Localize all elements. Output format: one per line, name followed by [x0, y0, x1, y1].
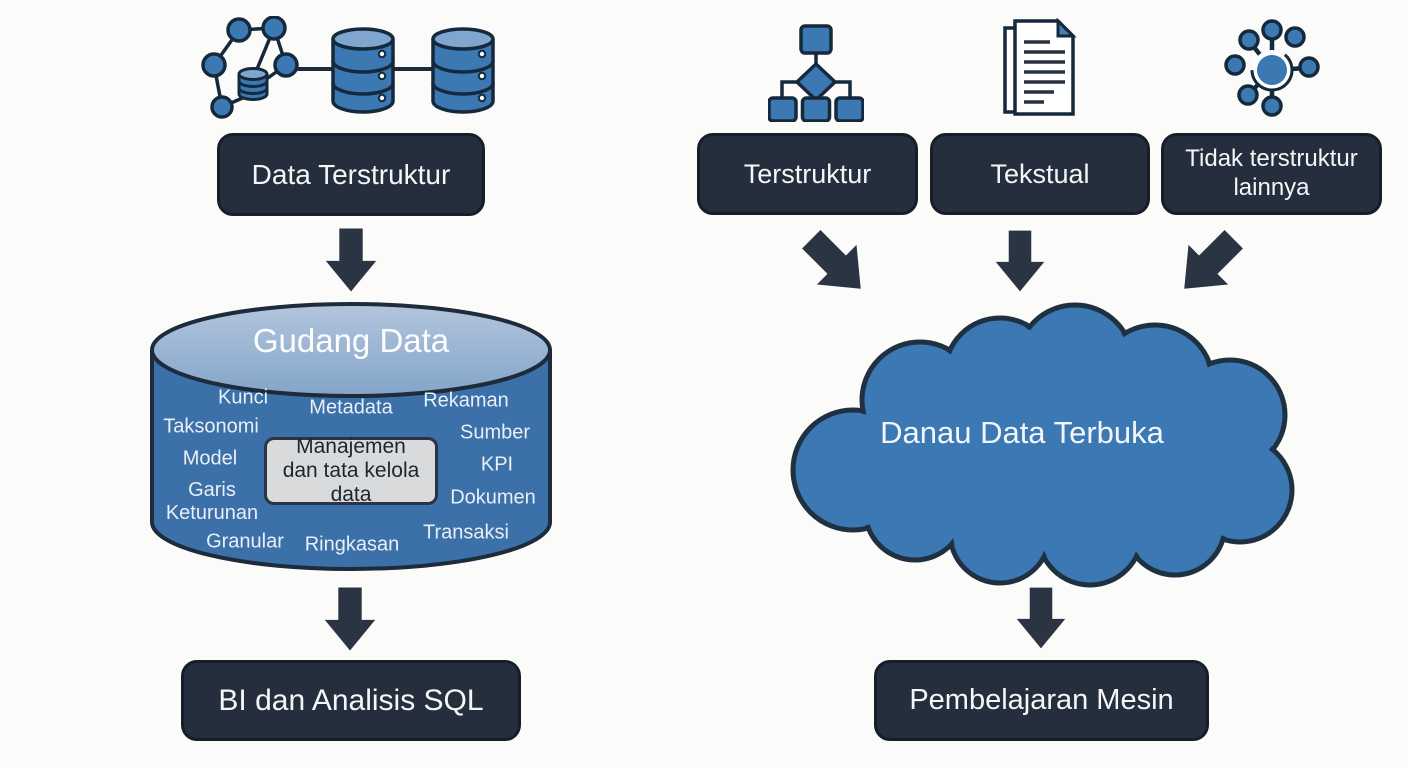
- warehouse-term: Granular: [206, 530, 284, 553]
- machine-learning-box: Pembelajaran Mesin: [874, 660, 1209, 741]
- warehouse-title: Gudang Data: [252, 322, 450, 359]
- governance-label: Manajemen dan tata kelola data: [282, 434, 420, 507]
- warehouse-term: Transaksi: [423, 521, 509, 544]
- diagonal-down-left-arrow: [1184, 230, 1243, 289]
- governance-box: Manajemen dan tata kelola data: [264, 434, 438, 507]
- structured-data-label: Data Terstruktur: [251, 158, 451, 190]
- machine-learning-label: Pembelajaran Mesin: [909, 684, 1174, 717]
- structured-source-label: Terstruktur: [743, 158, 872, 189]
- warehouse-term: Ringkasan: [304, 533, 400, 556]
- warehouse-term: Dokumen: [450, 486, 536, 509]
- database-icon: [431, 27, 495, 114]
- data-lake-cloud: Danau Data Terbuka: [785, 295, 1300, 590]
- database-icon: [331, 27, 395, 114]
- warehouse-term: Kunci: [217, 386, 269, 409]
- other-unstructured-box: Tidak terstruktur lainnya: [1161, 133, 1382, 215]
- other-unstructured-label: Tidak terstruktur lainnya: [1185, 145, 1358, 201]
- flowchart-icon: [768, 24, 864, 122]
- warehouse-term: Rekaman: [423, 389, 509, 412]
- structured-source-box: Terstruktur: [697, 133, 918, 215]
- cloud-shape: [790, 302, 1295, 588]
- textual-source-label: Tekstual: [990, 158, 1090, 189]
- warehouse-term: Metadata: [309, 396, 393, 419]
- diagonal-down-right-arrow: [802, 230, 861, 289]
- network-database-icon: [201, 16, 299, 119]
- documents-icon: [1003, 18, 1077, 116]
- structured-data-box: Data Terstruktur: [217, 133, 485, 216]
- warehouse-term: Model: [182, 447, 238, 470]
- warehouse-term: Sumber: [459, 421, 531, 444]
- down-arrow: [995, 230, 1045, 292]
- lake-label: Danau Data Terbuka: [880, 415, 1164, 450]
- warehouse-term: Taksonomi: [163, 415, 259, 438]
- down-arrow: [325, 228, 377, 292]
- bi-sql-label: BI dan Analisis SQL: [218, 683, 484, 717]
- network-nodes-icon: [1224, 19, 1320, 117]
- down-arrow: [324, 587, 376, 651]
- warehouse-term: KPI: [480, 453, 514, 476]
- warehouse-term: Garis Keturunan: [165, 479, 259, 524]
- textual-source-box: Tekstual: [930, 133, 1150, 215]
- down-arrow: [1016, 587, 1066, 649]
- bi-sql-box: BI dan Analisis SQL: [181, 660, 521, 741]
